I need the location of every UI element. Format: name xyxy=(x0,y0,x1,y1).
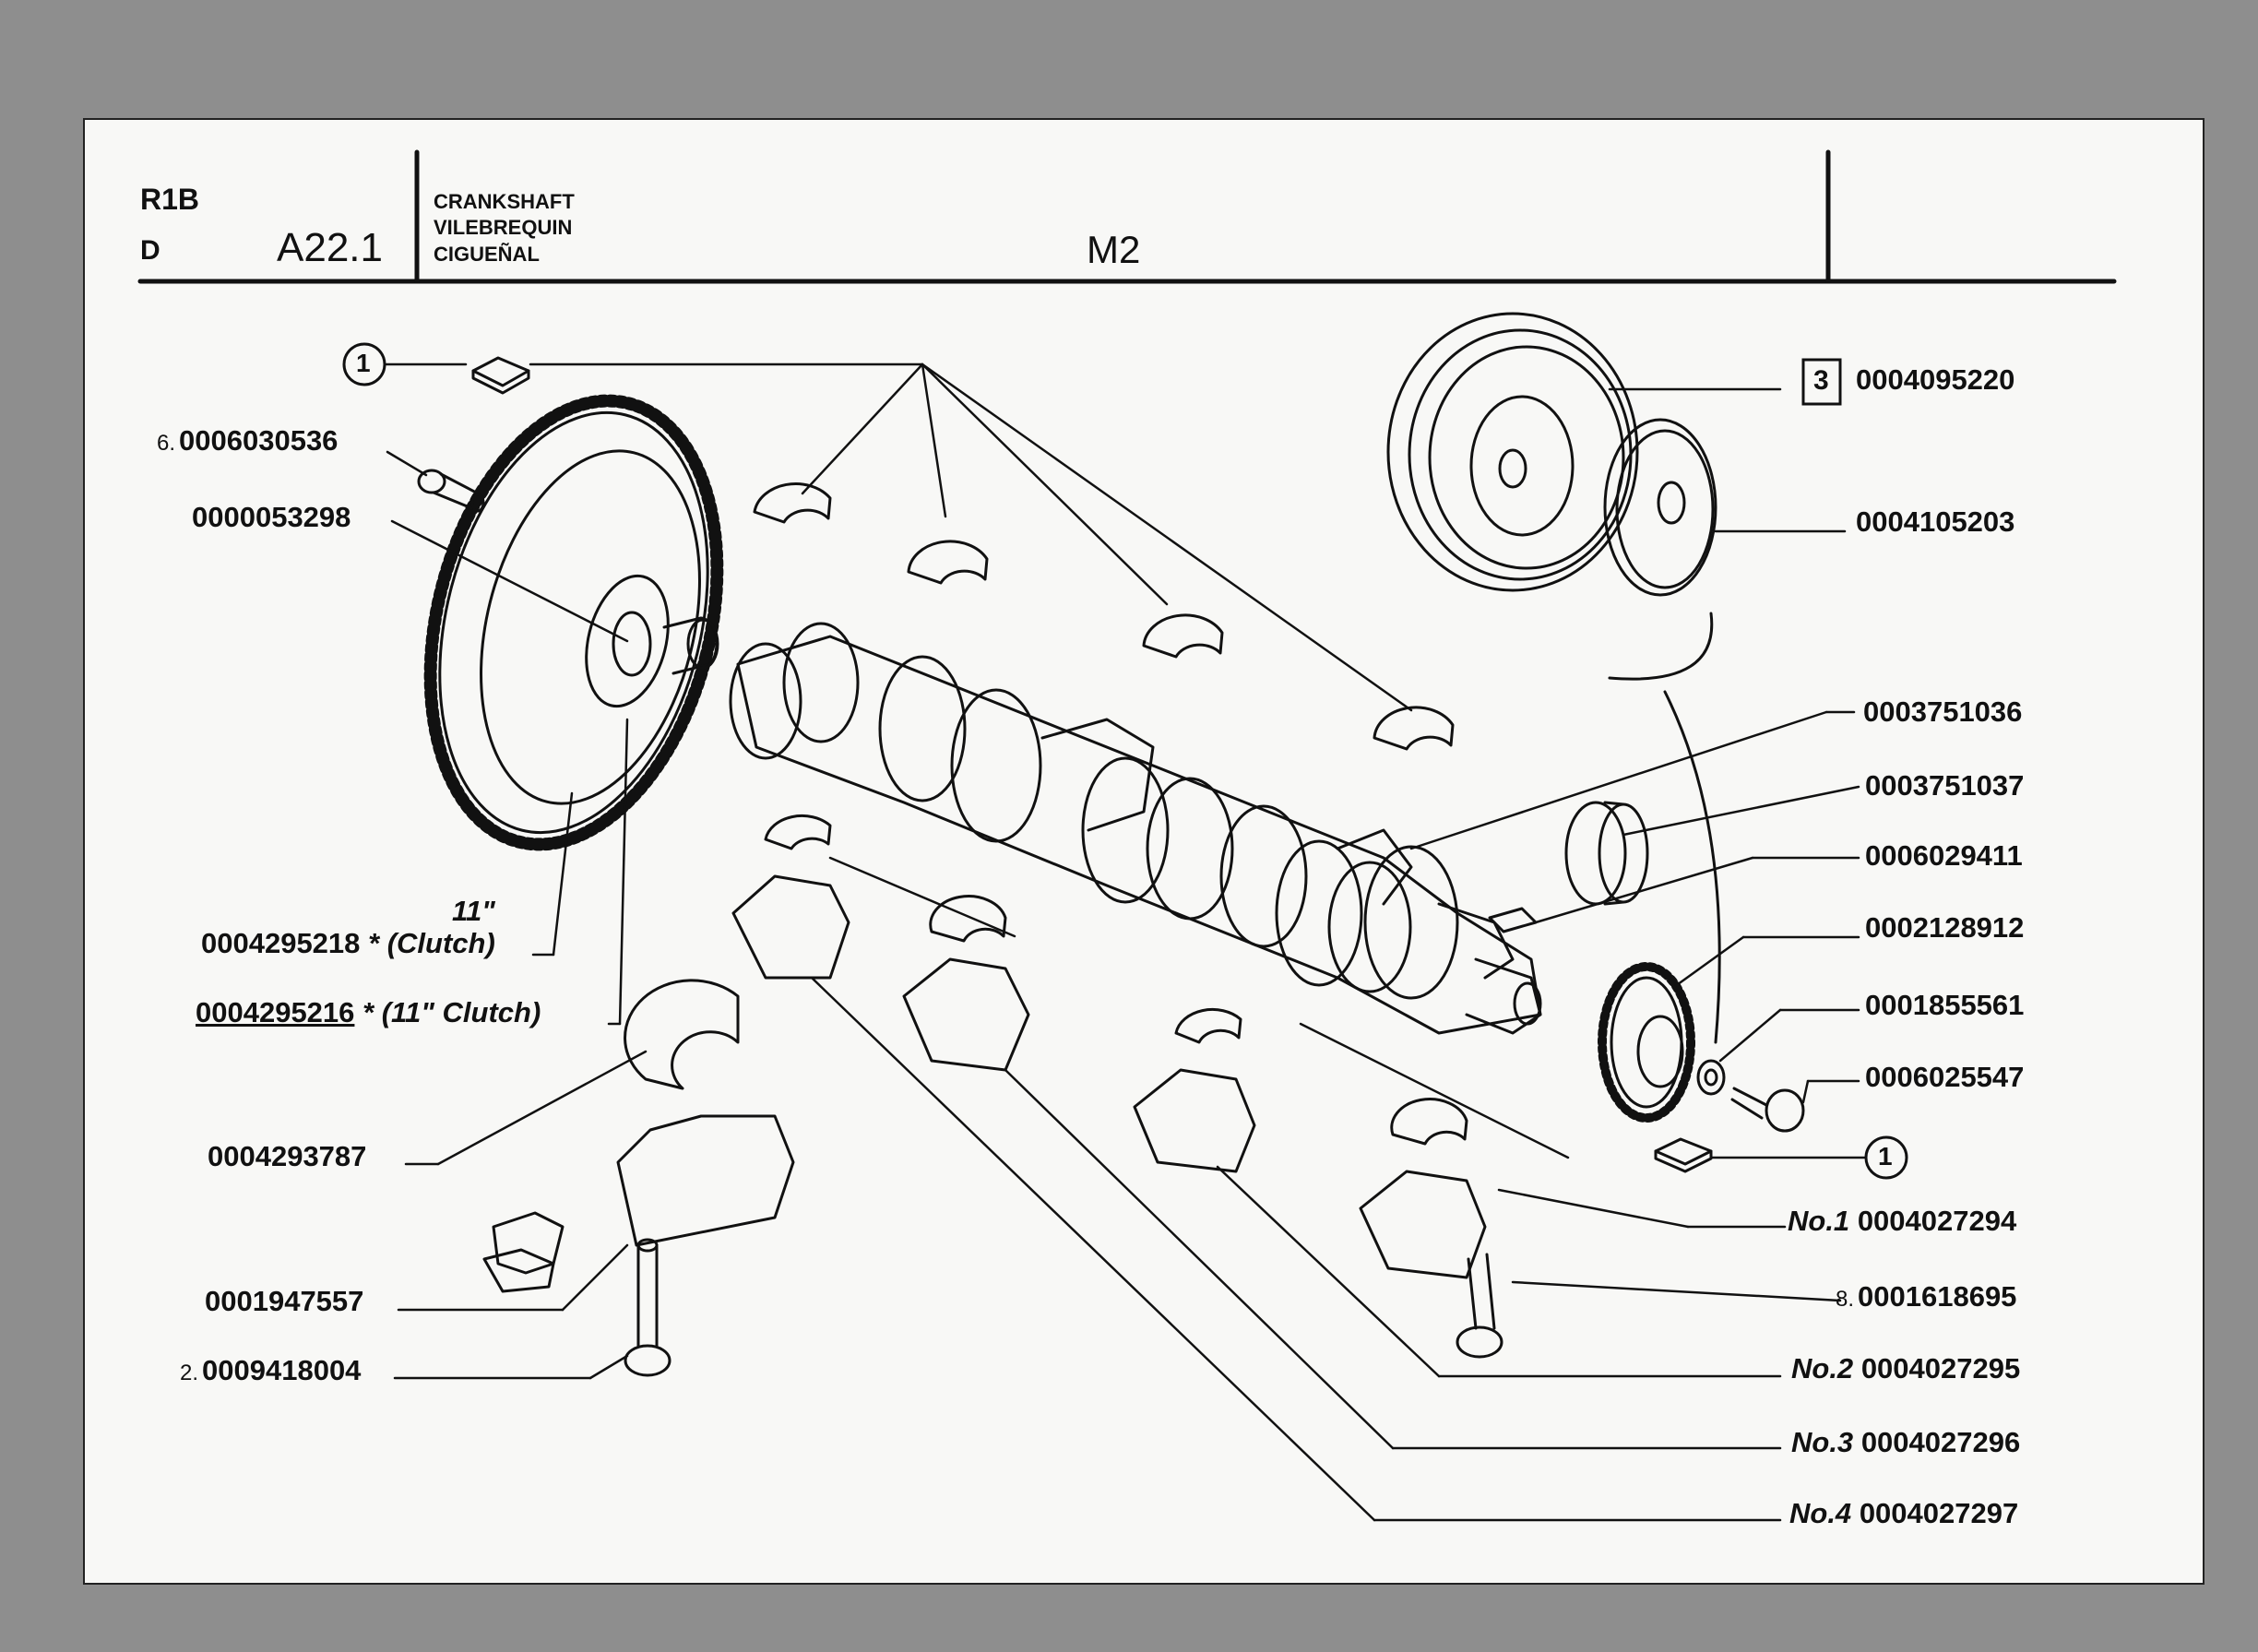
part-qty: 8. xyxy=(1836,1287,1855,1312)
lower-bearing-shells xyxy=(624,814,1468,1146)
title-spanish: CIGUEÑAL xyxy=(434,243,540,266)
timing-belt xyxy=(1608,612,1721,1044)
part-label-0003751037: 0003751037 xyxy=(1865,769,2025,802)
title-english: CRANKSHAFT xyxy=(434,190,575,213)
part-number: 0004027297 xyxy=(1859,1497,2019,1529)
variant-code: D xyxy=(140,235,160,266)
part-label-0004027297: No.4 0004027297 xyxy=(1789,1499,2018,1527)
cap-bolt xyxy=(624,1238,671,1377)
part-label-0000053298: 0000053298 xyxy=(192,501,351,533)
part-number: 0001618695 xyxy=(1858,1280,2017,1313)
ref-circle-top-label: 1 xyxy=(356,349,371,377)
part-number: 0004295218 xyxy=(201,927,361,959)
part-label-0006030536: 6.0006030536 xyxy=(157,426,338,455)
upper-bearing-shells xyxy=(753,481,1455,751)
part-label-0006029411: 0006029411 xyxy=(1865,839,2023,872)
bearing-position: No.3 xyxy=(1791,1426,1854,1458)
section-code: A22.1 xyxy=(277,225,383,270)
part-note: * (Clutch) xyxy=(368,927,495,959)
part-label-0004027295: No.2 0004027295 xyxy=(1791,1354,2020,1383)
part-label-0003751036: 0003751036 xyxy=(1863,695,2023,728)
part-note: * (11" Clutch) xyxy=(362,996,541,1028)
part-label-0004027294: No.1 0004027294 xyxy=(1788,1206,2016,1235)
clutch-size-label: 11" xyxy=(452,895,495,927)
part-number: 0004027294 xyxy=(1857,1205,2017,1237)
gear-bolt xyxy=(1730,1087,1805,1133)
part-number: 0004027296 xyxy=(1860,1426,2021,1458)
thrust-washers xyxy=(482,1211,564,1293)
flywheel xyxy=(423,394,724,851)
part-label-0004105203: 0004105203 xyxy=(1856,505,2015,538)
part-number: 0004295216 xyxy=(196,996,355,1028)
part-label-0001855561: 0001855561 xyxy=(1865,989,2025,1021)
bearing-position: No.2 xyxy=(1791,1352,1854,1385)
part-label-0004293787: 0004293787 xyxy=(208,1140,367,1172)
part-label-0004295218: 0004295218 * (Clutch) xyxy=(201,929,495,957)
ref-circle-bottom-label: 1 xyxy=(1878,1142,1893,1171)
part-label-0001618695: 8.0001618695 xyxy=(1836,1282,2016,1311)
part-number: 0009418004 xyxy=(202,1354,362,1386)
washer xyxy=(1696,1059,1726,1096)
model-code: M2 xyxy=(1087,228,1141,271)
catalog-sheet xyxy=(83,118,2205,1585)
part-number: 0004027295 xyxy=(1860,1352,2021,1385)
series-code: R1B xyxy=(140,183,200,216)
part-label-0006025547: 0006025547 xyxy=(1865,1061,2025,1093)
ref-box-label: 3 xyxy=(1813,365,1829,396)
part-label-0004027296: No.3 0004027296 xyxy=(1791,1428,2020,1456)
part-label-0002128912: 0002128912 xyxy=(1865,911,2025,944)
key-top xyxy=(471,356,530,395)
header-rules xyxy=(137,149,2117,284)
part-number: 0006030536 xyxy=(179,424,339,457)
flywheel-bolt xyxy=(417,469,485,513)
crankshaft xyxy=(729,622,1542,1035)
leader-lines xyxy=(381,362,1870,1522)
main-bearing-caps xyxy=(616,874,1487,1279)
bearing-position: No.1 xyxy=(1788,1205,1850,1237)
part-label-0001947557: 0001947557 xyxy=(205,1285,364,1317)
title-french: VILEBREQUIN xyxy=(434,216,573,239)
bearing-position: No.4 xyxy=(1789,1497,1852,1529)
part-label-0009418004: 2.0009418004 xyxy=(180,1356,361,1385)
timing-gear xyxy=(1598,962,1695,1123)
key-bottom xyxy=(1654,1137,1713,1173)
part-label-0004295216: 0004295216 * (11" Clutch) xyxy=(196,998,541,1027)
pulley-plate xyxy=(1603,418,1717,597)
part-label-0004095220: 0004095220 xyxy=(1856,363,2015,396)
rear-cap-bolt xyxy=(1456,1253,1503,1359)
part-qty: 2. xyxy=(180,1361,199,1385)
part-qty: 6. xyxy=(157,431,176,456)
